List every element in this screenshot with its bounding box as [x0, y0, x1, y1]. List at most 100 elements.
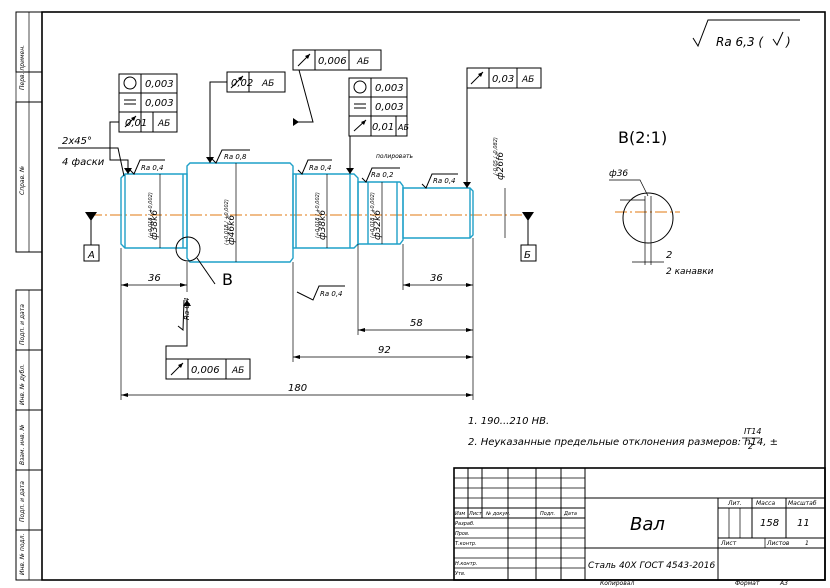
- tol-left-circ: 0,003: [145, 79, 174, 90]
- tol-right-circ: 0,003: [375, 83, 404, 94]
- datum-a-label: А: [87, 250, 95, 261]
- tb-lit-label: Лит.: [727, 500, 742, 507]
- tb-row-5: Утв.: [455, 571, 466, 577]
- diameter-4-tol: (+0,018 / +0,002): [370, 192, 376, 238]
- tol-right-runout: 0,01: [372, 122, 394, 133]
- tb-scale-value: 11: [797, 518, 810, 529]
- detail-view: В(2:1) ф36 2 2 канавки: [609, 128, 714, 277]
- detail-callout-letter: В: [222, 270, 233, 289]
- roughness-marks: Ra 0,4 Ra 0,8 Ra 0,4 Ra 0,2 полировать R…: [129, 149, 458, 332]
- technical-notes: 1. 190...210 HB. 2. Неуказанные предельн…: [468, 416, 778, 451]
- general-roughness-text: Ra 6,3 (: [716, 35, 764, 49]
- detail-note: 2 канавки: [666, 267, 714, 277]
- tol-right-runout-base: АБ: [397, 123, 409, 132]
- diameter-3: ф38k6: [318, 210, 328, 240]
- polish-text: полировать: [376, 153, 414, 160]
- frame-label-4: Взам. инв. №: [19, 424, 26, 465]
- roughness-1: Ra 0,8: [224, 153, 247, 161]
- tb-row-4: Н.контр.: [455, 561, 477, 567]
- tol-end-runout-base: АБ: [521, 75, 534, 85]
- tol-bottom-runout: 0,006: [191, 365, 220, 376]
- frame-label-1: Справ. №: [19, 166, 26, 195]
- tol-top-runout-base: АБ: [356, 57, 369, 67]
- tol-left-runout: 0,01: [125, 118, 147, 129]
- detail-title: В(2:1): [618, 128, 667, 147]
- roughness-0: Ra 0,4: [141, 164, 164, 172]
- diameter-4: ф32k6: [373, 210, 383, 240]
- tb-material: Сталь 40Х ГОСТ 4543-2016: [588, 561, 716, 571]
- tol-block-mid: 0,02 АБ: [206, 71, 286, 163]
- frame-label-5: Подп. и дата: [19, 481, 26, 522]
- tb-format-label: Формат: [735, 580, 760, 587]
- detail-callout-circle: [175, 236, 201, 262]
- tol-block-end: 0,03 АБ: [463, 67, 542, 188]
- shaft-outline: [120, 162, 474, 263]
- tb-sheets-label: Листов: [766, 540, 790, 547]
- tol-bottom-runout-base: АБ: [231, 366, 244, 376]
- tb-col-date: Дата: [563, 511, 577, 517]
- datum-b-label: Б: [524, 250, 531, 261]
- tb-mass-value: 158: [760, 518, 779, 529]
- tb-col-sign: Подп.: [540, 511, 555, 517]
- tb-row-0: Разраб.: [455, 521, 475, 527]
- linear-dimensions: 36 36 58 92 180: [120, 238, 474, 400]
- diameter-3-tol: (+0,018 / +0,002): [315, 192, 321, 238]
- tb-row-1: Пров.: [455, 531, 470, 537]
- tb-col-list: Лист: [468, 511, 483, 517]
- detail-width: 2: [666, 250, 672, 261]
- tb-mass-label: Масса: [756, 500, 775, 507]
- tb-col-doc: № докум.: [485, 511, 511, 517]
- tb-part-name: Вал: [630, 514, 665, 535]
- tol-left-flat: 0,003: [145, 98, 174, 109]
- diameter-1: ф38k6: [150, 210, 160, 240]
- tb-format-value: А3: [779, 580, 788, 587]
- frame-label-3: Инв. № дубл.: [19, 364, 26, 405]
- tb-sheets-value: 1: [805, 540, 809, 547]
- left-stamp-strip: Перв. примен. Справ. № Подп. и дата Инв.…: [15, 11, 43, 581]
- tol-end-runout: 0,03: [492, 74, 514, 85]
- tol-mid-runout-base: АБ: [261, 79, 274, 89]
- dim-92: 92: [378, 345, 391, 356]
- roughness-6: Ra 0,4: [183, 297, 191, 320]
- title-block: Изм Лист № докум. Подп. Дата Разраб. Про…: [453, 467, 826, 581]
- tol-right-flat: 0,003: [375, 102, 404, 113]
- roughness-4: Ra 0,4: [433, 177, 456, 185]
- note-1: 1. 190...210 HB.: [468, 416, 549, 427]
- tol-block-left: 0,003 0,003 0,01 АБ: [109, 73, 178, 174]
- diameter-5: ф26f6: [496, 152, 506, 180]
- tb-sheet-label: Лист: [720, 540, 737, 547]
- datum-b: Б: [520, 212, 537, 262]
- diameter-2: ф46k6: [227, 215, 237, 245]
- dim-36-right: 36: [430, 273, 443, 284]
- tol-mid-runout: 0,02: [231, 78, 253, 89]
- tol-block-top: 0,006 АБ: [292, 49, 382, 126]
- note-2: 2. Неуказанные предельные отклонения раз…: [468, 437, 778, 448]
- tol-block-bottom: 0,006 АБ: [165, 300, 251, 380]
- frame-label-0: Перв. примен.: [19, 45, 26, 90]
- detail-diameter: ф36: [609, 169, 628, 179]
- tol-top-runout: 0,006: [318, 56, 347, 67]
- diameter-labels: ф38k6 (+0,018 / +0,002) ф46k6 (+0,018 / …: [148, 137, 506, 262]
- general-roughness: Ra 6,3 ( ): [692, 19, 800, 49]
- diameter-2-tol: (+0,018 / +0,002): [224, 199, 230, 245]
- dim-58: 58: [410, 318, 423, 329]
- datum-a: А: [83, 212, 100, 262]
- diameter-5-tol: (-0,05 / -0,082): [493, 137, 499, 175]
- general-roughness-close: ): [785, 35, 791, 49]
- dim-180: 180: [288, 383, 307, 394]
- frame-label-6: Инв. № подл.: [19, 534, 26, 575]
- roughness-5: Ra 0,4: [320, 290, 343, 298]
- roughness-3: Ra 0,2: [371, 171, 394, 179]
- tol-left-runout-base: АБ: [157, 119, 170, 129]
- roughness-2: Ra 0,4: [309, 164, 332, 172]
- dim-36-left: 36: [148, 273, 161, 284]
- chamfer-text: 2x45°: [62, 136, 92, 147]
- tb-scale-label: Масштаб: [788, 500, 817, 507]
- frame-label-2: Подп. и дата: [19, 304, 26, 345]
- tb-col-izm: Изм: [455, 511, 465, 517]
- note-frac-bot: 2: [748, 442, 753, 451]
- tol-block-right: 0,003 0,003 0,01 АБ: [346, 77, 409, 174]
- chamfer-note: 4 фаски: [62, 157, 105, 168]
- tb-row-2: Т.контр.: [455, 541, 477, 547]
